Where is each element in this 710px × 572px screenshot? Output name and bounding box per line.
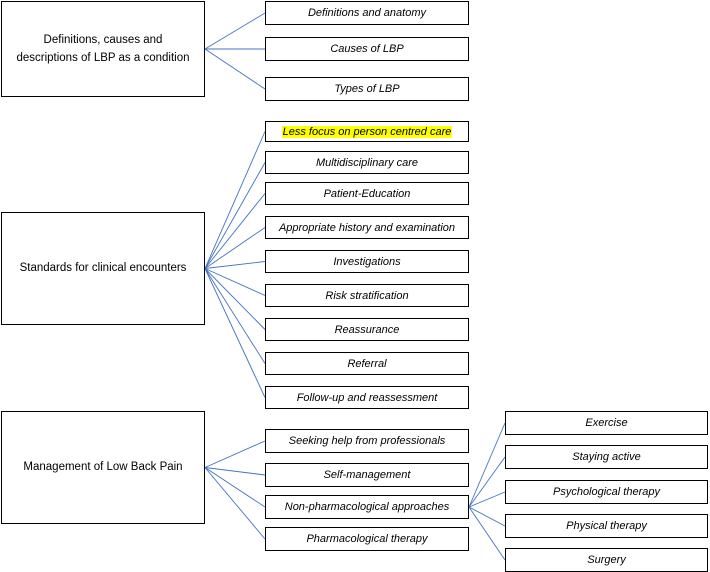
category-label: Definitions, causes and descriptions of … bbox=[16, 33, 190, 64]
subtheme-box: Staying active bbox=[505, 445, 708, 469]
connector-line bbox=[204, 268, 266, 364]
theme-box: Follow-up and reassessment bbox=[265, 386, 469, 409]
theme-label: Non-pharmacological approaches bbox=[284, 501, 450, 513]
connector-line bbox=[468, 422, 506, 508]
connector-line bbox=[468, 456, 506, 508]
connector-line bbox=[468, 491, 506, 508]
connector-line bbox=[204, 12, 266, 50]
theme-label: Follow-up and reassessment bbox=[296, 391, 438, 404]
theme-box: Pharmacological therapy bbox=[265, 527, 469, 551]
subtheme-label: Surgery bbox=[587, 554, 626, 566]
theme-box: Definitions and anatomy bbox=[265, 1, 469, 25]
connector-line bbox=[204, 467, 266, 508]
theme-label: Risk stratification bbox=[325, 289, 409, 302]
connector-line bbox=[204, 261, 266, 269]
theme-box: Investigations bbox=[265, 250, 469, 273]
theme-box: Types of LBP bbox=[265, 77, 469, 101]
theme-label: Investigations bbox=[333, 255, 401, 268]
theme-box: Appropriate history and examination bbox=[265, 216, 469, 239]
theme-label: Causes of LBP bbox=[330, 43, 404, 55]
subtheme-label: Staying active bbox=[572, 451, 641, 463]
category-label: Management of Low Back Pain bbox=[23, 461, 183, 474]
connector-line bbox=[204, 193, 266, 269]
theme-box: Causes of LBP bbox=[265, 37, 469, 61]
theme-label: Pharmacological therapy bbox=[306, 533, 428, 545]
theme-box: Multidisciplinary care bbox=[265, 151, 469, 174]
theme-label: Reassurance bbox=[334, 323, 400, 336]
theme-box: Reassurance bbox=[265, 318, 469, 341]
connector-line bbox=[204, 467, 266, 476]
subtheme-box: Exercise bbox=[505, 411, 708, 435]
theme-label: Self-management bbox=[323, 469, 411, 481]
theme-label: Less focus on person centred care bbox=[281, 125, 453, 138]
theme-label: Definitions and anatomy bbox=[307, 7, 426, 19]
connector-line bbox=[204, 268, 266, 330]
theme-box: Less focus on person centred care bbox=[265, 121, 469, 142]
theme-label: Appropriate history and examination bbox=[278, 221, 456, 234]
connector-line bbox=[204, 268, 266, 296]
subtheme-box: Surgery bbox=[505, 548, 708, 572]
theme-box: Patient-Education bbox=[265, 182, 469, 205]
theme-box: Non-pharmacological approaches bbox=[265, 495, 469, 519]
connector-line bbox=[204, 268, 266, 398]
subtheme-label: Psychological therapy bbox=[552, 486, 660, 498]
connector-line bbox=[204, 131, 266, 269]
connector-line bbox=[204, 467, 266, 540]
connector-line bbox=[204, 440, 266, 468]
theme-label: Seeking help from professionals bbox=[288, 435, 446, 447]
theme-box: Seeking help from professionals bbox=[265, 429, 469, 453]
connector-line bbox=[204, 48, 266, 90]
theme-label: Referral bbox=[347, 357, 387, 370]
theme-label: Multidisciplinary care bbox=[315, 156, 419, 169]
connector-line bbox=[204, 162, 266, 269]
theme-box: Self-management bbox=[265, 463, 469, 487]
subtheme-label: Exercise bbox=[585, 417, 628, 429]
subtheme-label: Physical therapy bbox=[566, 520, 647, 532]
category-box: Management of Low Back Pain bbox=[1, 411, 205, 524]
theme-box: Referral bbox=[265, 352, 469, 375]
connector-line bbox=[468, 506, 506, 561]
subtheme-box: Psychological therapy bbox=[505, 480, 708, 504]
category-label: Standards for clinical encounters bbox=[19, 262, 187, 275]
subtheme-box: Physical therapy bbox=[505, 514, 708, 538]
connector-line bbox=[204, 227, 266, 269]
category-box: Definitions, causes and descriptions of … bbox=[1, 1, 205, 97]
category-box: Standards for clinical encounters bbox=[1, 212, 205, 325]
theme-box: Risk stratification bbox=[265, 284, 469, 307]
theme-label: Types of LBP bbox=[334, 83, 400, 95]
connector-line bbox=[468, 506, 506, 527]
theme-label: Patient-Education bbox=[323, 187, 411, 200]
